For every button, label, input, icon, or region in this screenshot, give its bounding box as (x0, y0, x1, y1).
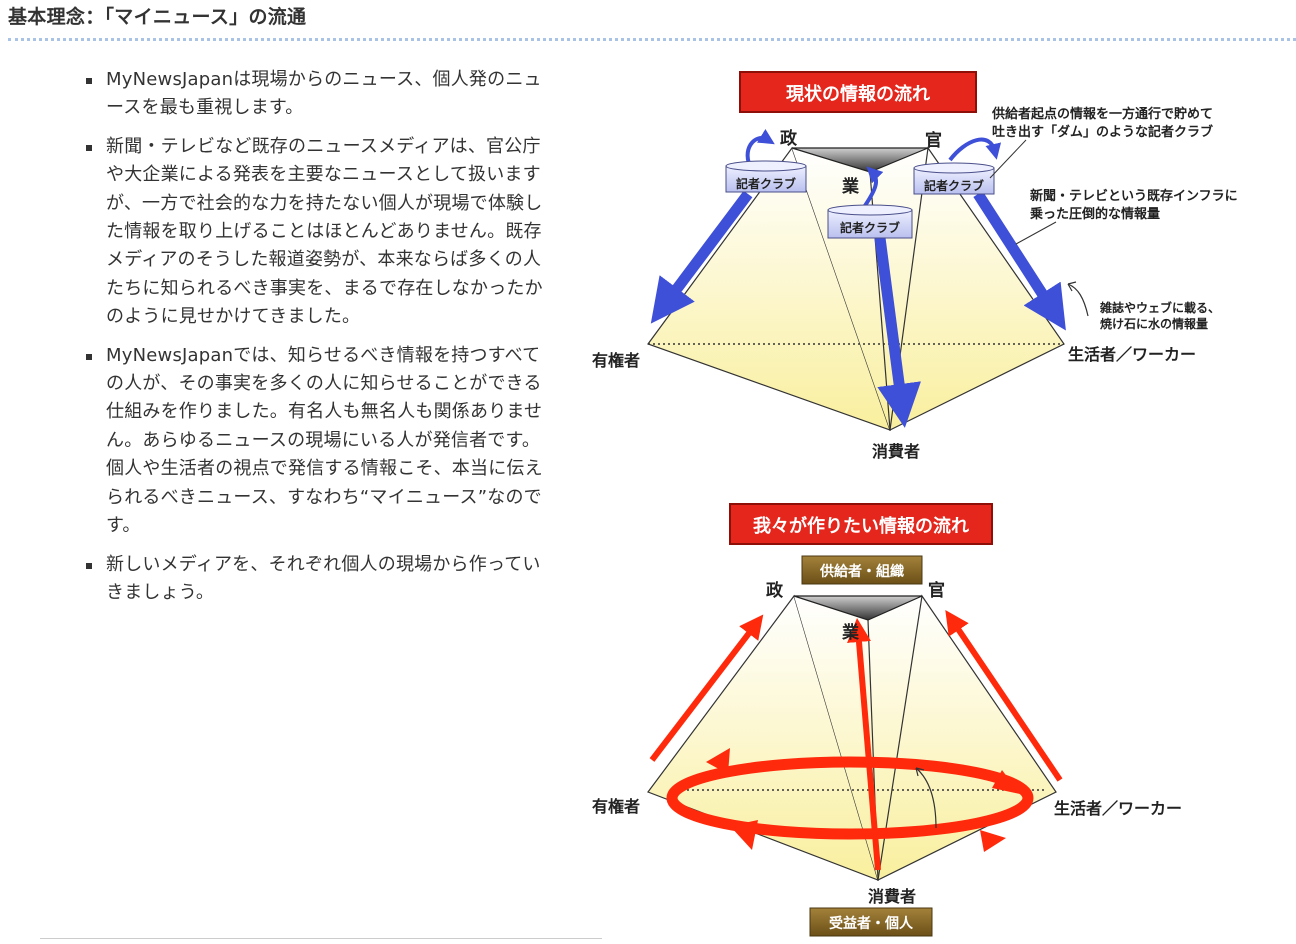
list-item: 新聞・テレビなど既存のニュースメディアは、官公庁や大企業による発表を主要なニュー… (84, 133, 554, 332)
label-industry: 業 (842, 176, 859, 197)
inner-curve-arrow (915, 767, 937, 829)
note-magazine-arrowhead (1067, 281, 1077, 292)
current-flow-diagram: 現状の情報の流れ 記者クラブ 記者クラブ 記者クラ (592, 71, 1238, 461)
current-title-banner (739, 71, 977, 113)
blue-arrow-center (874, 237, 921, 428)
label-consumers: 消費者 (868, 887, 916, 906)
beneficiary-badge-label: 受益者・個人 (829, 915, 914, 932)
label-citizens-workers: 生活者／ワーカー (1054, 799, 1182, 818)
blue-arrow-left (650, 190, 753, 324)
note-volume-line2: 乗った圧倒的な情報量 (1029, 206, 1160, 222)
ring-arrowhead (980, 830, 1006, 852)
current-title: 現状の情報の流れ (786, 83, 930, 105)
list-item: MyNewsJapanは現場からのニュース、個人発のニュースを最も重視します。 (84, 66, 554, 123)
ideal-flow-diagram: 我々が作りたい情報の流れ 供給者・組織 政 官 業 有権者 生活者／ワーカー 消… (592, 503, 1182, 937)
note-dam-line2: 吐き出す「ダム」のような記者クラブ (992, 124, 1213, 140)
list-item: MyNewsJapanでは、知らせるべき情報を持つすべての人が、その事実を多くの… (84, 342, 554, 541)
note-magazine-line1: 雑誌やウェブに載る、 (1099, 300, 1220, 315)
note-volume-line1: 新聞・テレビという既存インフラに (1030, 188, 1238, 204)
label-voters: 有権者 (592, 797, 640, 816)
label-bureaucracy: 官 (928, 580, 945, 601)
feed-arrow-right (948, 137, 1002, 162)
supplier-badge-label: 供給者・組織 (819, 563, 904, 580)
list-item: 新しいメディアを、それぞれ個人の現場から作っていきましょう。 (84, 551, 554, 608)
supplier-badge (801, 555, 923, 585)
ring-arrowhead (706, 748, 730, 774)
beneficiary-badge (809, 907, 933, 937)
information-flow-figure: 現状の情報の流れ 記者クラブ 記者クラブ 記者クラ (580, 60, 1280, 944)
circulation-ring (666, 756, 1034, 840)
note-magazine-curve (1067, 283, 1089, 317)
press-club-left: 記者クラブ (725, 160, 807, 193)
press-club-label: 記者クラブ (924, 178, 984, 193)
note-dam-leader (989, 139, 1027, 179)
press-club-label: 記者クラブ (736, 176, 796, 191)
label-politics: 政 (780, 128, 798, 149)
funnel-top (793, 595, 923, 621)
section-header: 基本理念：「マイニュース」の流通 (8, 4, 1296, 41)
note-volume-leader (1015, 221, 1057, 245)
ideal-title: 我々が作りたい情報の流れ (753, 515, 969, 537)
label-politics: 政 (766, 580, 784, 601)
inner-curve-arrowhead (915, 767, 925, 777)
footer-rule (40, 938, 602, 939)
red-arrow-center (847, 618, 881, 871)
ring-arrowhead (992, 770, 1020, 794)
funnel-top (791, 147, 929, 173)
pyramid-right-face (889, 146, 1065, 432)
label-citizens-workers: 生活者／ワーカー (1068, 345, 1196, 364)
section-title: 基本理念：「マイニュース」の流通 (8, 6, 307, 28)
red-arrow-right (945, 610, 1063, 782)
label-bureaucracy: 官 (925, 130, 942, 151)
label-voters: 有権者 (592, 351, 640, 370)
pyramid-center-face (794, 596, 922, 880)
red-arrow-left (649, 614, 764, 762)
note-magazine-line2: 焼け石に水の情報量 (1100, 316, 1208, 331)
press-club-center: 記者クラブ (827, 204, 913, 239)
note-dam-line1: 供給者起点の情報を一方通行で貯めて (991, 106, 1213, 122)
ideal-title-banner (729, 503, 993, 545)
flow-diagram-svg: 現状の情報の流れ 記者クラブ 記者クラブ 記者クラ (592, 71, 1238, 937)
label-industry: 業 (842, 622, 859, 643)
press-club-label: 記者クラブ (840, 220, 900, 235)
dotted-divider (8, 38, 1296, 41)
label-consumers: 消費者 (872, 442, 920, 461)
principles-list: MyNewsJapanは現場からのニュース、個人発のニュースを最も重視します。 … (84, 66, 554, 617)
ring-arrowhead (730, 820, 758, 850)
press-club-right: 記者クラブ (913, 162, 995, 195)
blue-arrow-right (973, 191, 1066, 331)
